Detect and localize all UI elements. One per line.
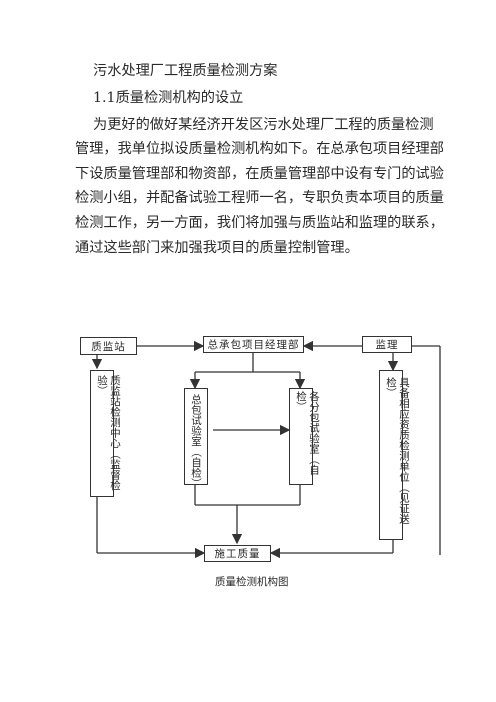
section-heading: 1.1质量检测机构的设立	[93, 90, 244, 106]
general-contract-dept-box: 总承包项目经理部	[203, 336, 304, 353]
paragraph-line-5: 检测工作，另一方面，我们将加强与质监站和监理的联系，	[75, 215, 444, 231]
paragraph-line-2: 管理，我单位拟设质量检测机构如下。在总承包项目经理部	[75, 141, 444, 157]
paragraph-line-1: 为更好的做好某经济开发区污水处理厂工程的质量检测	[93, 117, 434, 133]
construction-quality-label: 施工质量	[214, 548, 261, 560]
paragraph-line-3: 下设质量管理部和物资部，在质量管理部中设有专门的试验	[75, 166, 444, 182]
paragraph-line-6: 通过这些部门来加强我项目的质量控制管理。	[75, 240, 359, 256]
general-contract-dept-label: 总承包项目经理部	[207, 339, 300, 351]
quality-station-center-label: 质监站检测中心（监督检验）	[96, 375, 121, 491]
quality-station-center-box: 质监站检测中心（监督检验）	[90, 370, 121, 497]
qualified-unit-box: 具备相应资质检测单位（见证送检）	[379, 370, 410, 540]
quality-station-box: 质监站	[80, 337, 137, 355]
general-lab-box: 总包试验室（自检）	[184, 388, 208, 489]
qualified-unit-label: 具备相应资质检测单位（见证送检）	[385, 377, 410, 524]
supervision-box: 监理	[362, 336, 412, 353]
supervision-label: 监理	[375, 339, 399, 351]
sub-lab-label: 各分包试验室（自检）	[295, 391, 320, 475]
document-title: 污水处理厂工程质量检测方案	[93, 63, 278, 79]
diagram-caption: 质量检测机构图	[215, 576, 289, 588]
quality-station-label: 质监站	[91, 340, 126, 353]
paragraph-line-4: 检测小组，并配备试验工程师一名，专职负责本项目的质量	[75, 190, 444, 206]
construction-quality-box: 施工质量	[204, 545, 271, 562]
general-lab-label: 总包试验室（自检）	[190, 394, 202, 489]
sub-lab-box: 各分包试验室（自检）	[289, 388, 320, 485]
